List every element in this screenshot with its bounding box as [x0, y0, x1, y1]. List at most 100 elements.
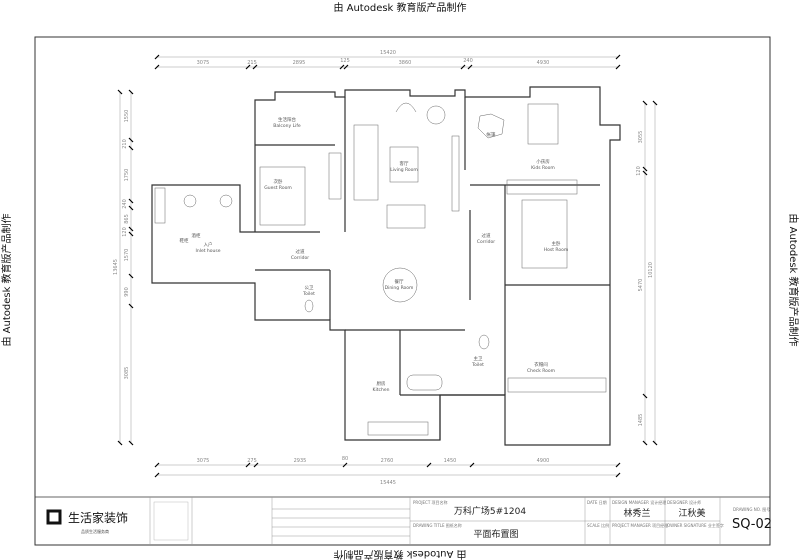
label: 240 — [463, 58, 473, 64]
label: 80 — [342, 456, 348, 462]
label: Corridor — [291, 255, 309, 261]
label: 125 — [340, 58, 350, 64]
label: 15445 — [380, 480, 396, 486]
guest-bed — [259, 166, 306, 226]
label: 275 — [247, 458, 257, 464]
label: Kids Room — [531, 165, 555, 171]
label: 1450 — [444, 458, 457, 464]
label: 3075 — [197, 458, 210, 464]
label: 120 — [636, 166, 642, 176]
label: 4900 — [537, 458, 550, 464]
room-label: 客厅 — [400, 160, 409, 167]
label: PROJECT MANAGER 项目经理 — [612, 522, 668, 528]
label: 1550 — [124, 110, 130, 123]
room-label: 小孩房 — [536, 158, 550, 165]
title-block: 生活家装饰 品质生活服务商 PROJECT 项目名称 万科广场5#1204 DR… — [46, 497, 772, 545]
label: 2895 — [293, 60, 306, 66]
label: OWNER SIGNATURE 业主签字 — [667, 522, 724, 528]
drawing-title: 平面布置图 — [473, 528, 518, 540]
label: PROJECT 项目名称 — [413, 499, 448, 505]
label: DRAWING NO. 图号 — [733, 506, 770, 512]
drawing-number: SQ-02 — [732, 517, 772, 532]
shoe-cabinet — [154, 187, 166, 224]
label: 215 — [247, 60, 257, 66]
label: Living Room — [390, 167, 418, 173]
label: 5470 — [638, 279, 644, 292]
label: 990 — [124, 287, 130, 297]
company-slogan: 品质生活服务商 — [81, 528, 109, 534]
label: 4930 — [537, 60, 550, 66]
label: 15420 — [380, 50, 396, 56]
master-bed — [521, 199, 568, 269]
round-table — [426, 105, 446, 125]
label: Toilet — [302, 291, 315, 297]
armchair — [395, 102, 417, 113]
left-dimensions: 13645 1550 210 1750 240 865 120 1570 990… — [113, 89, 134, 446]
label: 120 — [122, 227, 128, 237]
watermark-right: 由 Autodesk 教育版产品制作 — [787, 213, 800, 346]
furniture — [154, 102, 607, 436]
label: Host Room — [544, 247, 569, 253]
room-label: 餐厅 — [395, 278, 404, 285]
label: 210 — [122, 139, 128, 149]
watermark-left: 由 Autodesk 教育版产品制作 — [0, 213, 13, 346]
label: 865 — [124, 214, 130, 224]
bottom-dimensions: 3075 275 2935 80 2760 1450 4900 15445 — [154, 456, 621, 486]
label: Toilet — [471, 362, 484, 368]
room-label: 衣帽间 — [534, 361, 548, 368]
design-manager: 林秀兰 — [623, 507, 650, 519]
watermark-top: 由 Autodesk 教育版产品制作 — [333, 1, 466, 14]
label: 10120 — [648, 262, 654, 278]
ottoman — [386, 204, 426, 229]
dining-table — [382, 267, 418, 303]
room-label: 主卧 — [552, 240, 561, 247]
room-label: 次卧 — [274, 178, 283, 185]
bathtub — [406, 374, 443, 391]
check-room-cabinet — [507, 377, 607, 393]
tv-cabinet — [451, 135, 460, 212]
drawing-frame — [34, 36, 771, 546]
room-label: 入户 — [204, 241, 213, 248]
toilet-master — [478, 334, 490, 350]
top-dimensions: 15420 3075 215 2895 125 3860 240 4930 — [154, 50, 621, 70]
toilet-guest — [304, 299, 314, 313]
label: DESIGNER 设计师 — [667, 499, 701, 505]
label: Guest Room — [264, 185, 291, 191]
label: SCALE 比例 — [587, 522, 609, 528]
right-dimensions: 3055 120 5470 1485 10120 — [636, 100, 658, 446]
room-label: 生活阳台 — [278, 116, 296, 123]
label: Balcony Life — [273, 123, 301, 129]
label: Check Room — [527, 368, 555, 374]
label: Dining Room — [385, 285, 414, 291]
label: Kitchen — [373, 387, 390, 393]
label: 1485 — [638, 414, 644, 427]
company-name: 生活家装饰 — [68, 510, 128, 525]
wardrobe-kids — [506, 179, 578, 195]
label: 3055 — [638, 131, 644, 144]
label: 1570 — [124, 249, 130, 262]
label: DATE 日期 — [587, 499, 607, 505]
label: 酒柜 — [192, 232, 201, 239]
watermark-bottom: 由 Autodesk 教育版产品制作 — [333, 548, 466, 560]
label: Corridor — [477, 239, 495, 245]
umbrella-table — [477, 113, 505, 139]
label: 2760 — [381, 458, 394, 464]
label: 240 — [122, 199, 128, 209]
label: 3860 — [399, 60, 412, 66]
room-label: 公卫 — [305, 285, 314, 291]
room-label: 过道 — [296, 248, 305, 255]
label: 帐篷 — [487, 131, 496, 138]
label: DESIGN MANAGER 设计经理 — [612, 499, 666, 505]
label: 鞋柜 — [180, 237, 189, 244]
room-label: 主卫 — [474, 355, 483, 362]
wardrobe — [328, 152, 342, 200]
kids-bed — [527, 103, 559, 145]
label: 1750 — [124, 169, 130, 182]
label: DRAWING TITLE 图纸名称 — [413, 522, 462, 528]
room-label: 过道 — [482, 232, 491, 239]
room-label: 厨房 — [377, 380, 386, 387]
company-logo-icon — [46, 509, 62, 525]
walls — [151, 86, 621, 446]
